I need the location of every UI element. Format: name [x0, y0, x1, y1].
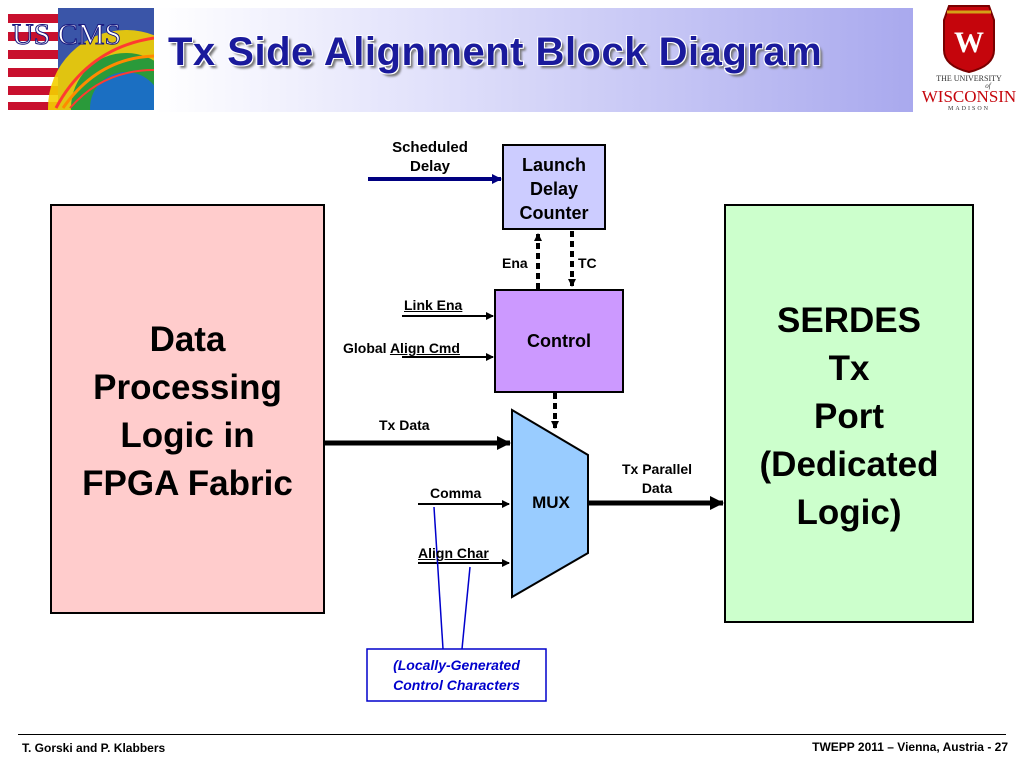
data-processing-line-3: Logic in [120, 416, 255, 455]
mux-label: MUX [532, 493, 570, 512]
tx-parallel-line-2: Data [641, 480, 673, 496]
serdes-line-1: SERDES [777, 301, 921, 340]
global-align-cmd-label: Global Align Cmd [343, 340, 460, 356]
launch-delay-counter-box [502, 144, 606, 230]
serdes-line-2: Tx [828, 349, 870, 388]
launch-line-2: Delay [529, 179, 579, 199]
align-char-label: Align Char [418, 545, 489, 561]
serdes-line-3: Port [814, 397, 884, 436]
uw-madison-logo: W THE UNIVERSITY of WISCONSIN MADISON [922, 5, 1016, 112]
ena-label: Ena [502, 255, 528, 271]
footer-divider [18, 734, 1006, 735]
global-align-suffix: Align Cmd [389, 340, 460, 356]
tx-parallel-data-label: Tx Parallel Data [610, 460, 704, 498]
serdes-label: SERDES Tx Port (Dedicated Logic) [725, 297, 973, 537]
data-processing-line-4: FPGA Fabric [82, 464, 293, 503]
footer-authors: T. Gorski and P. Klabbers [22, 741, 166, 755]
tx-parallel-line-1: Tx Parallel [621, 461, 693, 477]
uw-line-3: WISCONSIN [922, 87, 1016, 106]
header: US CMS Tx Side Alignment Block Diagram W… [0, 0, 1024, 112]
tx-data-label: Tx Data [379, 417, 430, 433]
scheduled-line-2: Delay [409, 158, 451, 175]
uw-line-2: of [985, 82, 992, 90]
tc-label: TC [578, 255, 597, 271]
title-band [155, 8, 913, 112]
page-title: Tx Side Alignment Block Diagram [168, 30, 823, 74]
us-cms-logo: US CMS [8, 8, 154, 110]
serdes-line-4: (Dedicated [759, 445, 939, 484]
svg-text:W: W [954, 26, 984, 59]
link-ena-label: Link Ena [404, 297, 463, 313]
note-line-1: (Locally-Generated [393, 657, 520, 673]
callout-line-left [433, 506, 444, 650]
note-box [366, 648, 547, 702]
launch-delay-counter-label: Launch Delay Counter [503, 153, 605, 225]
callout-line-right [461, 566, 471, 650]
control-label: Control [527, 331, 591, 351]
data-processing-label: Data Processing Logic in FPGA Fabric [51, 316, 324, 508]
data-processing-box [50, 204, 325, 614]
scheduled-line-1: Scheduled [392, 139, 468, 156]
footer-conference: TWEPP 2011 – Vienna, Austria - 27 [812, 740, 1008, 754]
uw-line-1: THE UNIVERSITY [936, 74, 1002, 83]
scheduled-delay-label: Scheduled Delay [384, 138, 476, 176]
us-cms-logo-text: US CMS [12, 18, 121, 51]
launch-line-3: Counter [519, 203, 589, 223]
note-line-2: Control Characters [393, 677, 520, 693]
launch-line-1: Launch [521, 155, 586, 175]
data-processing-line-1: Data [149, 320, 226, 359]
serdes-line-5: Logic) [796, 493, 902, 532]
control-box [494, 289, 624, 393]
note-label: (Locally-Generated Control Characters [367, 655, 546, 695]
uw-line-4: MADISON [948, 106, 990, 112]
data-processing-line-2: Processing [93, 368, 282, 407]
global-align-prefix: Global [343, 340, 390, 356]
serdes-box [724, 204, 974, 623]
comma-label: Comma [430, 485, 482, 501]
mux-block [511, 408, 589, 599]
